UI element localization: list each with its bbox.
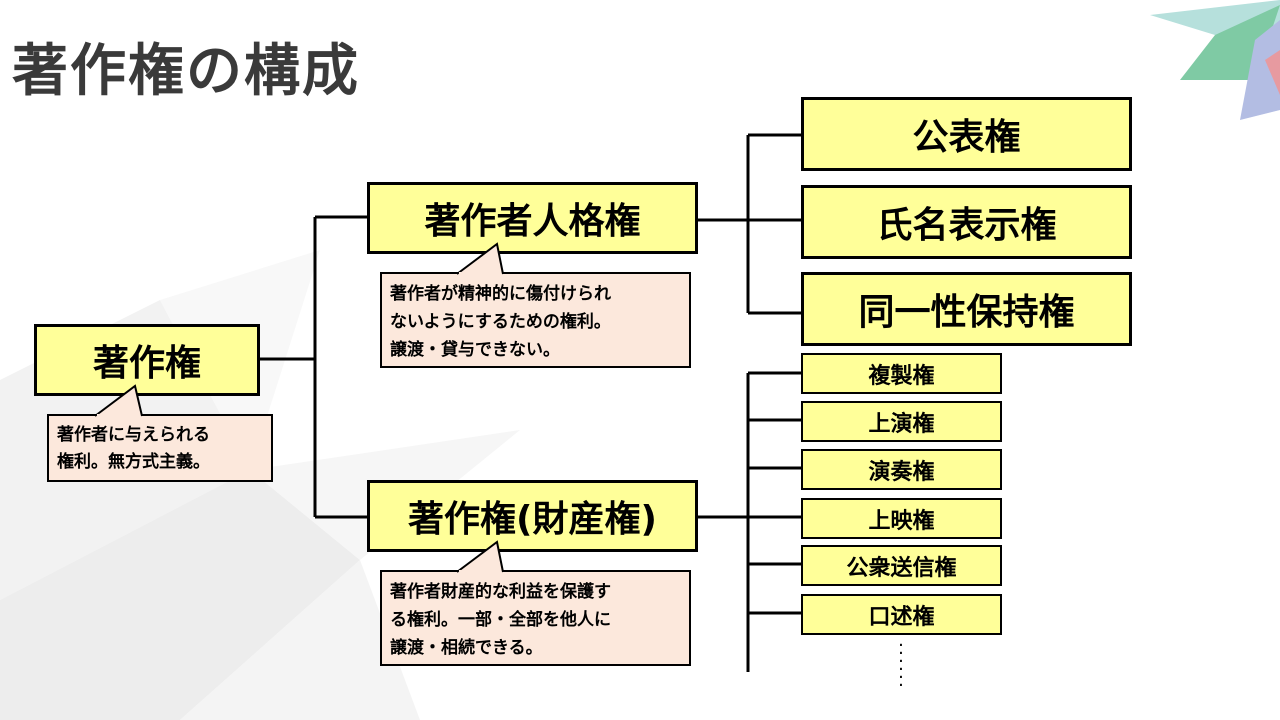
moral-child-attribution: 氏名表示権 [801, 185, 1132, 259]
moral-note-line-3: 譲渡・貸与できない。 [390, 340, 560, 360]
property-child-performance: 上演権 [801, 401, 1002, 442]
more-ellipsis: ······ [898, 635, 904, 696]
property-child-transmission: 公衆送信権 [801, 545, 1002, 586]
property-child-screening: 上映権 [801, 498, 1002, 539]
more-indicator: ⋮ [1010, 640, 1011, 641]
moral-child-publication: 公表権 [801, 97, 1132, 171]
property-rights-box: 著作権(財産権) [367, 480, 698, 552]
moral-rights-box: 著作者人格権 [367, 182, 698, 254]
root-node-box: 著作権 [34, 324, 260, 396]
property-note-line-2: る権利。一部・全部を他人に [390, 610, 611, 630]
property-note-line-1: 著作者財産的な利益を保護す [390, 582, 611, 602]
property-child-reproduction: 複製権 [801, 353, 1002, 394]
root-note-line-1: 著作者に与えられる [57, 425, 210, 445]
property-child-recitation: 口述権 [801, 594, 1002, 635]
moral-note-line-2: ないようにするための権利。 [390, 312, 611, 332]
property-rights-note: 著作者財産的な利益を保護す る権利。一部・全部を他人に 譲渡・相続できる。 [380, 570, 691, 666]
root-note: 著作者に与えられる 権利。無方式主義。 [47, 414, 273, 482]
moral-child-integrity: 同一性保持権 [801, 272, 1132, 346]
page-title: 著作権の構成 [12, 39, 360, 104]
property-child-musical: 演奏権 [801, 449, 1002, 490]
moral-note-line-1: 著作者が精神的に傷付けられ [390, 284, 611, 304]
property-note-line-3: 譲渡・相続できる。 [390, 638, 543, 658]
moral-rights-note: 著作者が精神的に傷付けられ ないようにするための権利。 譲渡・貸与できない。 [380, 272, 691, 368]
root-note-line-2: 権利。無方式主義。 [57, 452, 210, 472]
